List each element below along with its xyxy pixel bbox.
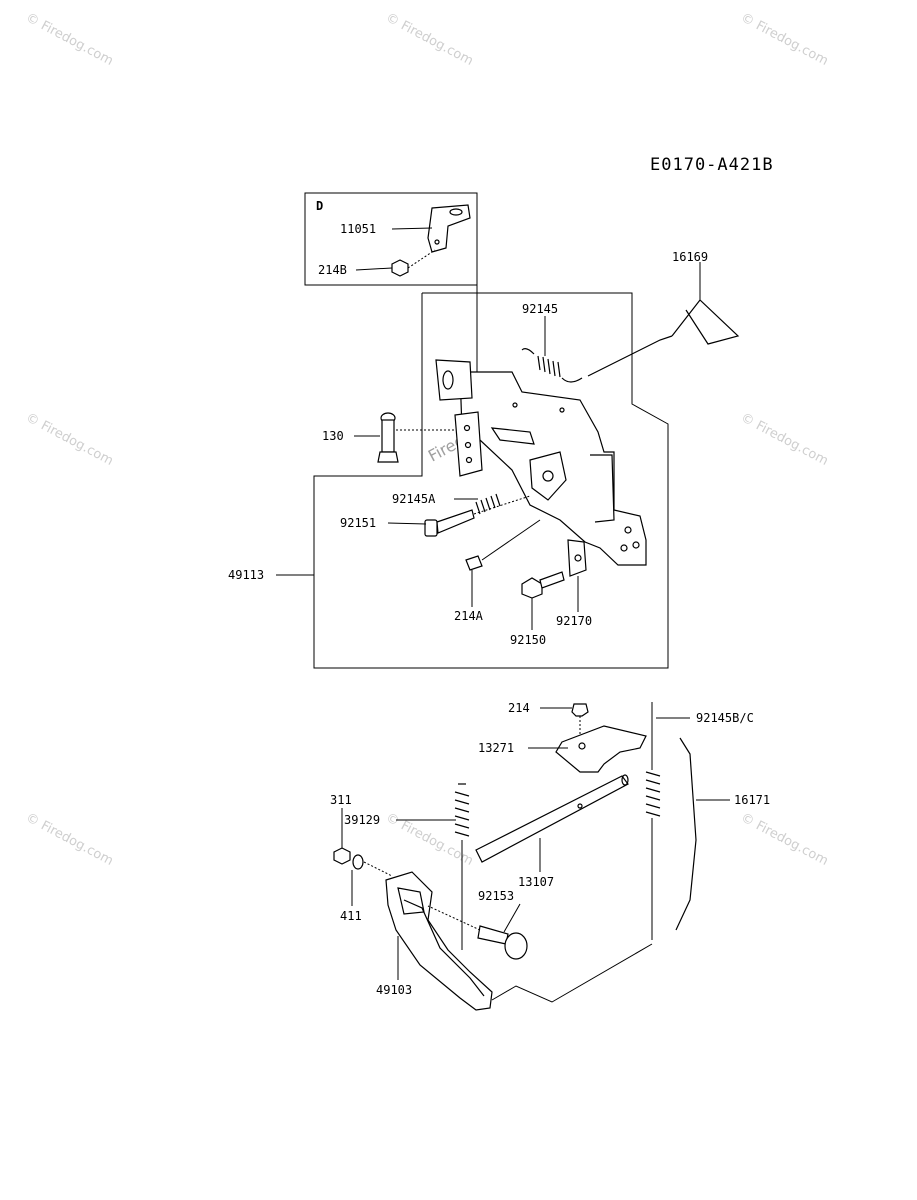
spring-92145BC: [645, 702, 661, 940]
spring-92145A: [475, 493, 501, 515]
label-13271: 13271: [478, 741, 514, 755]
label-13107: 13107: [518, 875, 554, 889]
label-49113: 49113: [228, 568, 264, 582]
watermark-mid-right: © Firedog.com: [738, 410, 830, 469]
label-411: 411: [340, 909, 362, 923]
lower-assembly: [333, 702, 697, 1011]
diagram-code: E0170-A421B: [650, 155, 774, 175]
label-214A: 214A: [454, 609, 484, 623]
screw-214: [571, 703, 589, 717]
label-92150: 92150: [510, 633, 546, 647]
watermark-top-center: © Firedog.com: [383, 10, 475, 69]
watermark-low-left: © Firedog.com: [23, 810, 115, 869]
label-92151: 92151: [340, 516, 376, 530]
label-130: 130: [322, 429, 344, 443]
plate-13271: [555, 725, 647, 773]
inset-label: D: [316, 199, 323, 213]
screw-92151: [424, 495, 531, 537]
lever-49103: [385, 871, 493, 1011]
governor-plate-assembly: [313, 226, 740, 669]
bolt-130: [377, 412, 455, 463]
inset-d: D: [304, 192, 478, 286]
watermark-top-left: © Firedog.com: [23, 10, 115, 69]
label-92170: 92170: [556, 614, 592, 628]
bracket-11051: [427, 204, 471, 253]
washer-411: [352, 854, 364, 870]
governor-lever: [529, 451, 567, 501]
nut-311: [333, 847, 351, 865]
label-214: 214: [508, 701, 530, 715]
part-labels: 11051 214B 16169 92145 130 92145A 92151 …: [228, 222, 770, 997]
screw-214A: [465, 519, 541, 571]
label-16171: 16171: [734, 793, 770, 807]
plate-tab: [435, 359, 473, 401]
assembly-outline-49113: [313, 292, 669, 669]
watermark-mid-left: © Firedog.com: [23, 410, 115, 469]
plate-arm: [454, 411, 483, 477]
label-214B: 214B: [318, 263, 347, 277]
label-92153: 92153: [478, 889, 514, 903]
label-92145: 92145: [522, 302, 558, 316]
spring-39129: [454, 783, 470, 950]
label-311: 311: [330, 793, 352, 807]
label-39129: 39129: [344, 813, 380, 827]
bolt-92153: [427, 905, 528, 960]
label-16169: 16169: [672, 250, 708, 264]
watermark-low-right: © Firedog.com: [738, 810, 830, 869]
leader-lines: [276, 227, 730, 980]
lever-arm: [490, 427, 535, 445]
screw-214B: [391, 259, 409, 277]
watermarks: © Firedog.com © Firedog.com © Firedog.co…: [23, 10, 830, 869]
label-92145BC: 92145B/C: [696, 711, 754, 725]
bolt-92150: [521, 571, 565, 599]
label-49103: 49103: [376, 983, 412, 997]
watermark-top-right: © Firedog.com: [738, 10, 830, 69]
spring-92145: [521, 348, 583, 383]
label-92145A: 92145A: [392, 492, 436, 506]
shaft-13107: [475, 774, 629, 863]
rod-16171: [675, 737, 697, 931]
rod-16169: [587, 262, 740, 377]
clamp-92170: [567, 539, 587, 577]
label-11051: 11051: [340, 222, 376, 236]
